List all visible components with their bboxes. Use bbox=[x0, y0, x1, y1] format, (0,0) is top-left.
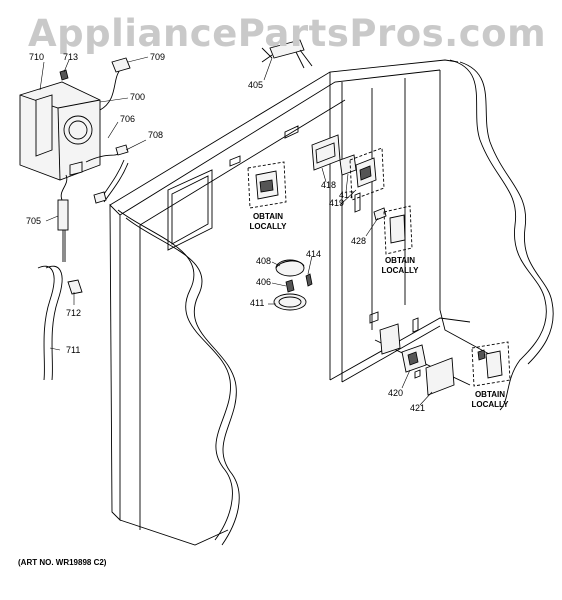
obtain-line-1: OBTAIN bbox=[384, 256, 416, 265]
callout-414: 414 bbox=[306, 249, 322, 259]
part-405-wire-harness bbox=[261, 39, 313, 69]
part-713-screw bbox=[59, 69, 69, 81]
callout-405: 405 bbox=[248, 80, 264, 90]
part-406-bulb bbox=[285, 279, 295, 293]
obtain-locally-label-3: OBTAIN LOCALLY bbox=[470, 390, 510, 410]
part-lower-plate bbox=[379, 323, 401, 355]
part-411-lens-ring bbox=[273, 293, 307, 311]
part-711-hose bbox=[37, 265, 63, 381]
callout-411: 411 bbox=[250, 298, 265, 308]
part-428-clip bbox=[373, 207, 387, 221]
watermark-text: AppliancePartsPros.com bbox=[28, 12, 547, 55]
part-418-housing bbox=[311, 134, 341, 171]
part-408-light-socket bbox=[275, 259, 305, 277]
obtain-line-2: LOCALLY bbox=[471, 400, 509, 409]
part-421-cover bbox=[425, 357, 455, 396]
part-420-bracket bbox=[401, 344, 427, 373]
callout-708: 708 bbox=[148, 130, 164, 140]
obtain-line-1: OBTAIN bbox=[474, 390, 506, 399]
callout-417: 417 bbox=[339, 190, 355, 200]
callout-418: 418 bbox=[321, 180, 337, 190]
callout-700: 700 bbox=[130, 92, 146, 102]
obtain-locally-box-3 bbox=[471, 341, 511, 387]
cabinet-frame bbox=[109, 59, 501, 546]
part-417-switch bbox=[339, 154, 357, 176]
callout-419: 419 bbox=[329, 198, 345, 208]
callout-711: 711 bbox=[66, 345, 81, 355]
callout-709: 709 bbox=[150, 52, 166, 62]
part-708-harness bbox=[93, 159, 129, 204]
callout-420: 420 bbox=[388, 388, 404, 398]
art-number: (ART NO. WR19898 C2) bbox=[18, 558, 107, 567]
obtain-line-2: LOCALLY bbox=[381, 266, 419, 275]
callout-421: 421 bbox=[410, 403, 426, 413]
part-700-control-box bbox=[19, 69, 121, 181]
callout-713: 713 bbox=[63, 52, 79, 62]
callout-428: 428 bbox=[351, 236, 367, 246]
callout-712: 712 bbox=[66, 308, 82, 318]
callout-710: 710 bbox=[29, 52, 45, 62]
part-712-fitting bbox=[67, 279, 83, 295]
callout-706: 706 bbox=[120, 114, 136, 124]
part-414-screw bbox=[305, 273, 313, 287]
part-709-plug bbox=[111, 57, 131, 73]
obtain-locally-label-2: OBTAIN LOCALLY bbox=[380, 256, 420, 276]
obtain-locally-box-2 bbox=[383, 205, 413, 255]
callout-408: 408 bbox=[256, 256, 272, 266]
callout-705: 705 bbox=[26, 216, 42, 226]
obtain-line-2: LOCALLY bbox=[249, 222, 287, 231]
part-419-switch-box bbox=[349, 147, 385, 213]
part-705-tube bbox=[57, 174, 69, 262]
obtain-locally-label-1: OBTAIN LOCALLY bbox=[248, 212, 288, 232]
part-706-wire bbox=[85, 144, 129, 163]
leader-lines bbox=[39, 56, 433, 406]
break-line-right bbox=[449, 59, 554, 411]
callout-406: 406 bbox=[256, 277, 272, 287]
obtain-locally-box-1 bbox=[247, 161, 287, 209]
break-line-left bbox=[117, 209, 240, 546]
obtain-line-1: OBTAIN bbox=[252, 212, 284, 221]
